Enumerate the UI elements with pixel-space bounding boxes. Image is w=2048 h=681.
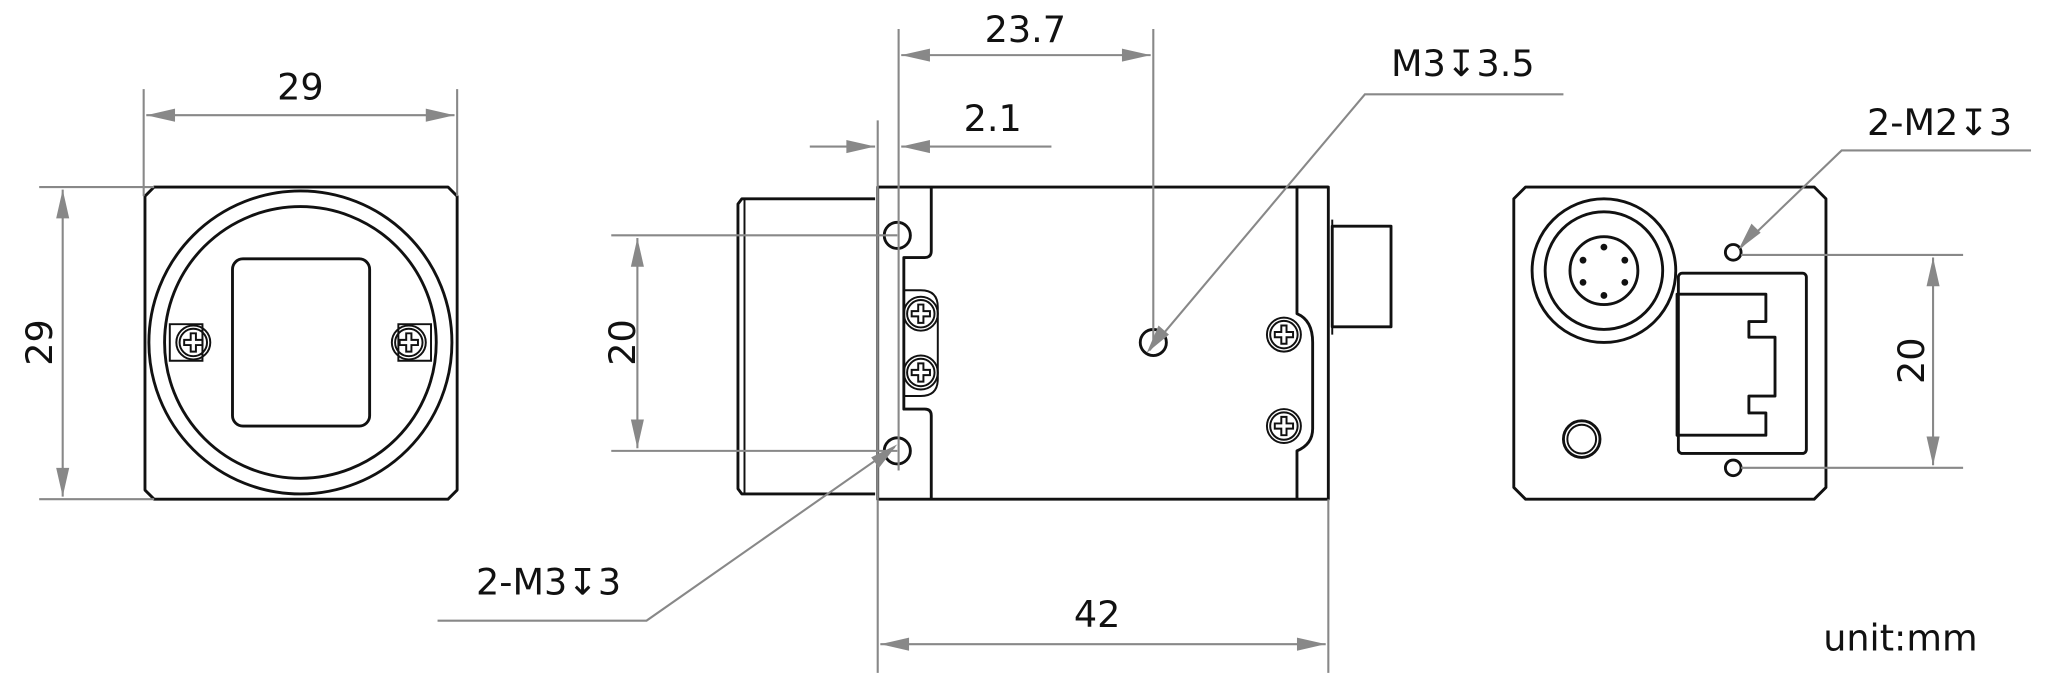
side-view: 23.7 2.1 20 42 M3↧3.5 2-M3↧3 (437, 8, 1564, 673)
dimension-2-1: 2.1 (964, 97, 1022, 140)
screw-icon (902, 354, 939, 391)
screw-icon (390, 324, 427, 361)
connector-pins (1579, 243, 1629, 299)
screw-icon (902, 295, 939, 332)
screw-icon (1265, 408, 1302, 445)
status-led (1561, 419, 1602, 459)
screw-icon (1265, 316, 1302, 353)
dimension-20-side: 20 (601, 319, 644, 366)
front-width-dimension: 29 (277, 66, 324, 109)
dimension-20-rear: 20 (1890, 337, 1933, 384)
unit-label: unit:mm (1823, 617, 1977, 660)
rear-view: 20 2-M2↧3 (1512, 101, 2032, 501)
dimension-42: 42 (1074, 593, 1121, 636)
front-height-dimension: 29 (18, 319, 61, 366)
screw-icon (175, 324, 212, 361)
ethernet-port (1676, 271, 1808, 455)
callout-2-m3-3: 2-M3↧3 (476, 561, 621, 604)
callout-m3-3-5: M3↧3.5 (1391, 42, 1535, 85)
front-view: 29 29 (18, 66, 459, 501)
dimension-23-7: 23.7 (985, 8, 1066, 51)
callout-2-m2-3: 2-M2↧3 (1867, 101, 2012, 144)
